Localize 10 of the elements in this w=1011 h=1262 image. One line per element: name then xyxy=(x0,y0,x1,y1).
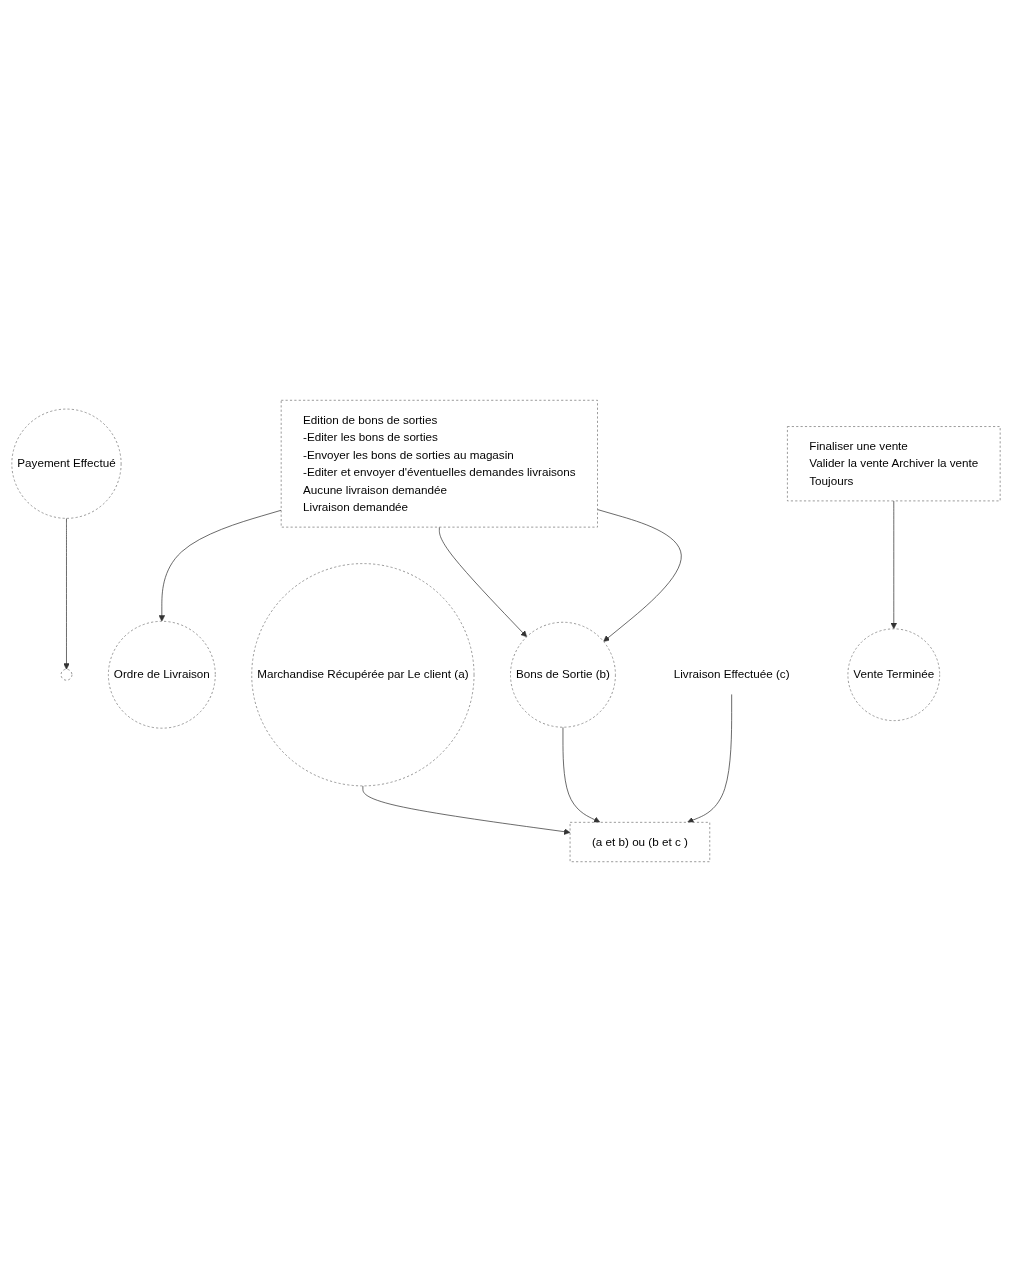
node-box: (a et b) ou (b et c ) xyxy=(569,821,710,863)
node-circle: Bons de Sortie (b) xyxy=(509,621,616,728)
node-circle xyxy=(60,668,72,681)
node-box: Edition de bons de sorties -Editer les bons de sorties -Envoyer les bons de sorties au magasin -Editer et envoyer d'éventuelles demandes livraisons Aucune livraison demandée Livraison demandée xyxy=(280,399,598,528)
node-text: Livraison Effectuée (c) xyxy=(673,668,790,681)
node-circle: Ordre de Livraison xyxy=(107,620,216,729)
node-box: Finaliser une vente Valider la vente Archiver la vente Toujours xyxy=(786,426,1001,502)
node-circle: Vente Terminée xyxy=(847,628,940,721)
node-circle: Payement Effectué xyxy=(10,408,121,519)
node-circle: Marchandise Récupérée par Le client (a) xyxy=(250,563,474,787)
